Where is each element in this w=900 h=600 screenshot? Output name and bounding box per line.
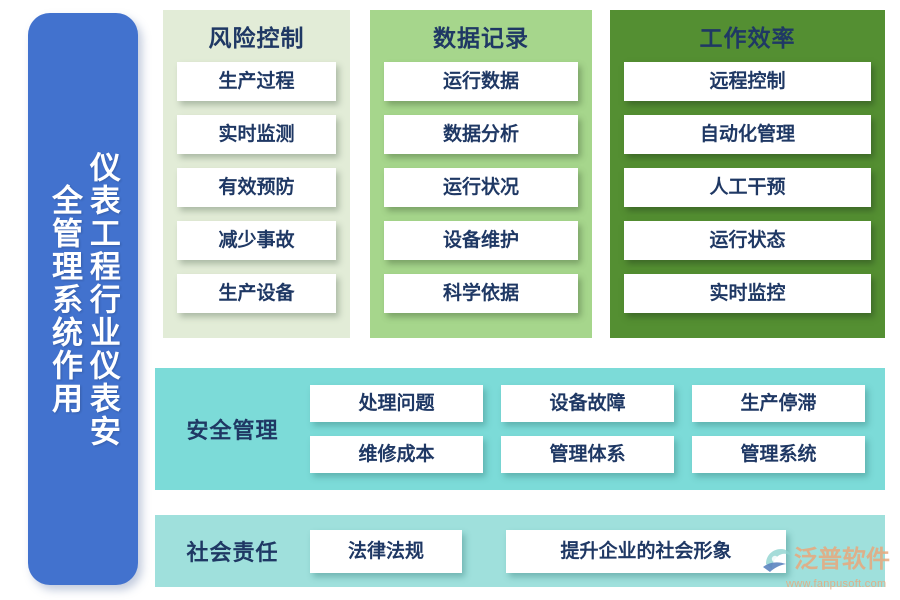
card-efficiency-1[interactable]: 远程控制 (624, 62, 871, 101)
section-label-safety-management: 安全管理 (186, 418, 279, 443)
card-safety-3[interactable]: 生产停滞 (692, 385, 865, 422)
column-risk-control: 风险控制 生产过程 实时监测 有效预防 减少事故 生产设备 (163, 10, 350, 338)
card-data-2[interactable]: 数据分析 (384, 115, 578, 154)
card-risk-3[interactable]: 有效预防 (177, 168, 336, 207)
card-safety-1[interactable]: 处理问题 (310, 385, 483, 422)
column-header-data-records: 数据记录 (433, 26, 529, 51)
card-data-3[interactable]: 运行状况 (384, 168, 578, 207)
safety-card-grid: 处理问题 设备故障 生产停滞 维修成本 管理体系 管理系统 (310, 385, 885, 473)
card-efficiency-3[interactable]: 人工干预 (624, 168, 871, 207)
section-label-social-responsibility: 社会责任 (186, 540, 279, 565)
card-risk-1[interactable]: 生产过程 (177, 62, 336, 101)
card-data-5[interactable]: 科学依据 (384, 274, 578, 313)
card-safety-5[interactable]: 管理体系 (501, 436, 674, 473)
column-header-work-efficiency: 工作效率 (699, 26, 796, 51)
card-safety-4[interactable]: 维修成本 (310, 436, 483, 473)
sidebar-title-panel: 仪表工程行业仪表安全管理系统作用 (28, 13, 138, 585)
card-risk-4[interactable]: 减少事故 (177, 221, 336, 260)
card-data-4[interactable]: 设备维护 (384, 221, 578, 260)
card-data-1[interactable]: 运行数据 (384, 62, 578, 101)
column-work-efficiency: 工作效率 远程控制 自动化管理 人工干预 运行状态 实时监控 (610, 10, 885, 338)
section-safety-management: 安全管理 处理问题 设备故障 生产停滞 维修成本 管理体系 管理系统 (155, 368, 885, 490)
column-header-risk-control: 风险控制 (208, 26, 305, 51)
section-social-responsibility: 社会责任 法律法规 提升企业的社会形象 (155, 515, 885, 587)
card-risk-2[interactable]: 实时监测 (177, 115, 336, 154)
card-risk-5[interactable]: 生产设备 (177, 274, 336, 313)
card-social-1[interactable]: 法律法规 (310, 529, 462, 573)
card-efficiency-5[interactable]: 实时监控 (624, 274, 871, 313)
card-efficiency-2[interactable]: 自动化管理 (624, 115, 871, 154)
card-social-2[interactable]: 提升企业的社会形象 (506, 529, 786, 573)
card-safety-2[interactable]: 设备故障 (501, 385, 674, 422)
column-data-records: 数据记录 运行数据 数据分析 运行状况 设备维护 科学依据 (370, 10, 592, 338)
card-safety-6[interactable]: 管理系统 (692, 436, 865, 473)
card-efficiency-4[interactable]: 运行状态 (624, 221, 871, 260)
sidebar-title-text: 仪表工程行业仪表安全管理系统作用 (47, 150, 120, 448)
